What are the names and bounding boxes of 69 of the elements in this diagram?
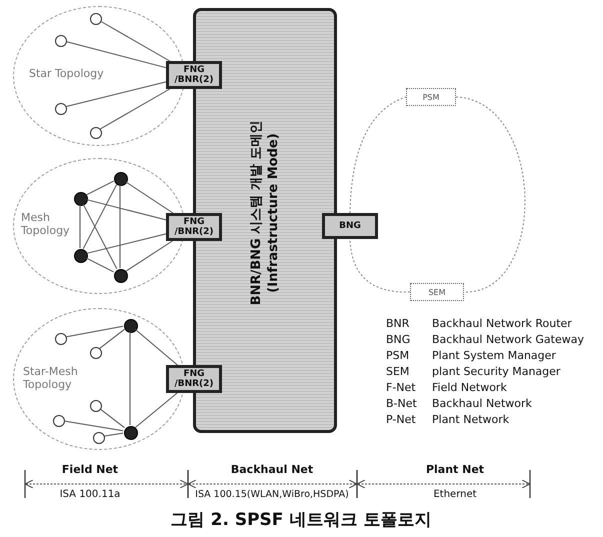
legend-term: PSM — [386, 349, 410, 363]
connection-line — [65, 81, 166, 108]
legend-definition: Backhaul Network Gateway — [432, 333, 584, 347]
legend-term: BNR — [386, 317, 410, 331]
legend-term: P-Net — [386, 413, 416, 427]
connection-line — [134, 329, 178, 366]
node-dot — [74, 192, 88, 206]
connection-line — [63, 420, 124, 432]
legend-definition: Field Network — [432, 381, 507, 395]
connection-line — [86, 258, 114, 272]
connection-line — [86, 180, 114, 196]
gateway-box: BNG — [322, 213, 378, 239]
segment-heading: Backhaul Net — [230, 463, 314, 477]
node-circle — [55, 35, 67, 47]
protocol-label: ISA 100.11a — [60, 488, 120, 502]
node-dot — [114, 269, 128, 283]
node-circle — [90, 127, 102, 139]
connection-line — [99, 328, 125, 349]
connection-line — [103, 432, 124, 437]
node-circle — [55, 333, 67, 345]
connection-line — [100, 88, 170, 130]
topology-label: Star Topology — [29, 67, 104, 80]
legend-definition: Backhaul Network Router — [432, 317, 572, 331]
legend-term: B-Net — [386, 397, 417, 411]
gateway-box: FNG /BNR(2) — [166, 213, 222, 241]
gateway-box: FNG /BNR(2) — [166, 365, 222, 393]
legend-definition: Plant Network — [432, 413, 510, 427]
ring-arc — [350, 238, 410, 292]
node-circle — [90, 347, 102, 359]
legend-term: F-Net — [386, 381, 416, 395]
node-circle — [93, 432, 105, 444]
gateway-box: FNG /BNR(2) — [166, 61, 222, 89]
connection-line — [100, 20, 170, 62]
legend-definition: Backhaul Network — [432, 397, 532, 411]
manager-box: SEM — [410, 283, 464, 301]
figure-caption: 그림 2. SPSF 네트워크 토폴로지 — [170, 509, 432, 531]
legend-definition: Plant System Manager — [432, 349, 556, 363]
protocol-label: Ethernet — [433, 488, 477, 502]
connection-line — [86, 233, 166, 254]
node-circle — [90, 13, 102, 25]
connection-line — [65, 326, 124, 338]
legend-term: BNG — [386, 333, 410, 347]
node-dot — [114, 172, 128, 186]
segment-heading: Plant Net — [426, 463, 484, 477]
node-dot — [124, 319, 138, 333]
node-dot — [74, 249, 88, 263]
ring-arc — [350, 96, 406, 214]
connection-line — [99, 408, 125, 428]
node-circle — [53, 415, 65, 427]
node-circle — [90, 400, 102, 412]
manager-box: PSM — [406, 88, 456, 106]
protocol-label: ISA 100.15(WLAN,WiBro,HSDPA) — [195, 488, 349, 502]
domain-subtitle: (Infrastructure Mode) — [265, 132, 282, 292]
topology-label: Star-Mesh Topology — [23, 365, 79, 391]
connection-line — [134, 392, 178, 428]
connection-line — [65, 41, 166, 68]
connection-line — [82, 184, 118, 250]
connection-line — [125, 181, 174, 214]
segment-heading: Field Net — [62, 463, 118, 477]
ring-arc — [456, 96, 526, 292]
node-dot — [124, 426, 138, 440]
legend-definition: plant Security Manager — [432, 365, 560, 379]
connection-line — [82, 204, 118, 270]
topology-label: Mesh Topology — [21, 211, 71, 237]
legend-term: SEM — [386, 365, 410, 379]
node-circle — [55, 103, 67, 115]
connection-line — [125, 240, 173, 272]
connection-line — [86, 199, 166, 220]
domain-title: BNR/BNG 시스템 개발 도메인 — [248, 120, 265, 305]
